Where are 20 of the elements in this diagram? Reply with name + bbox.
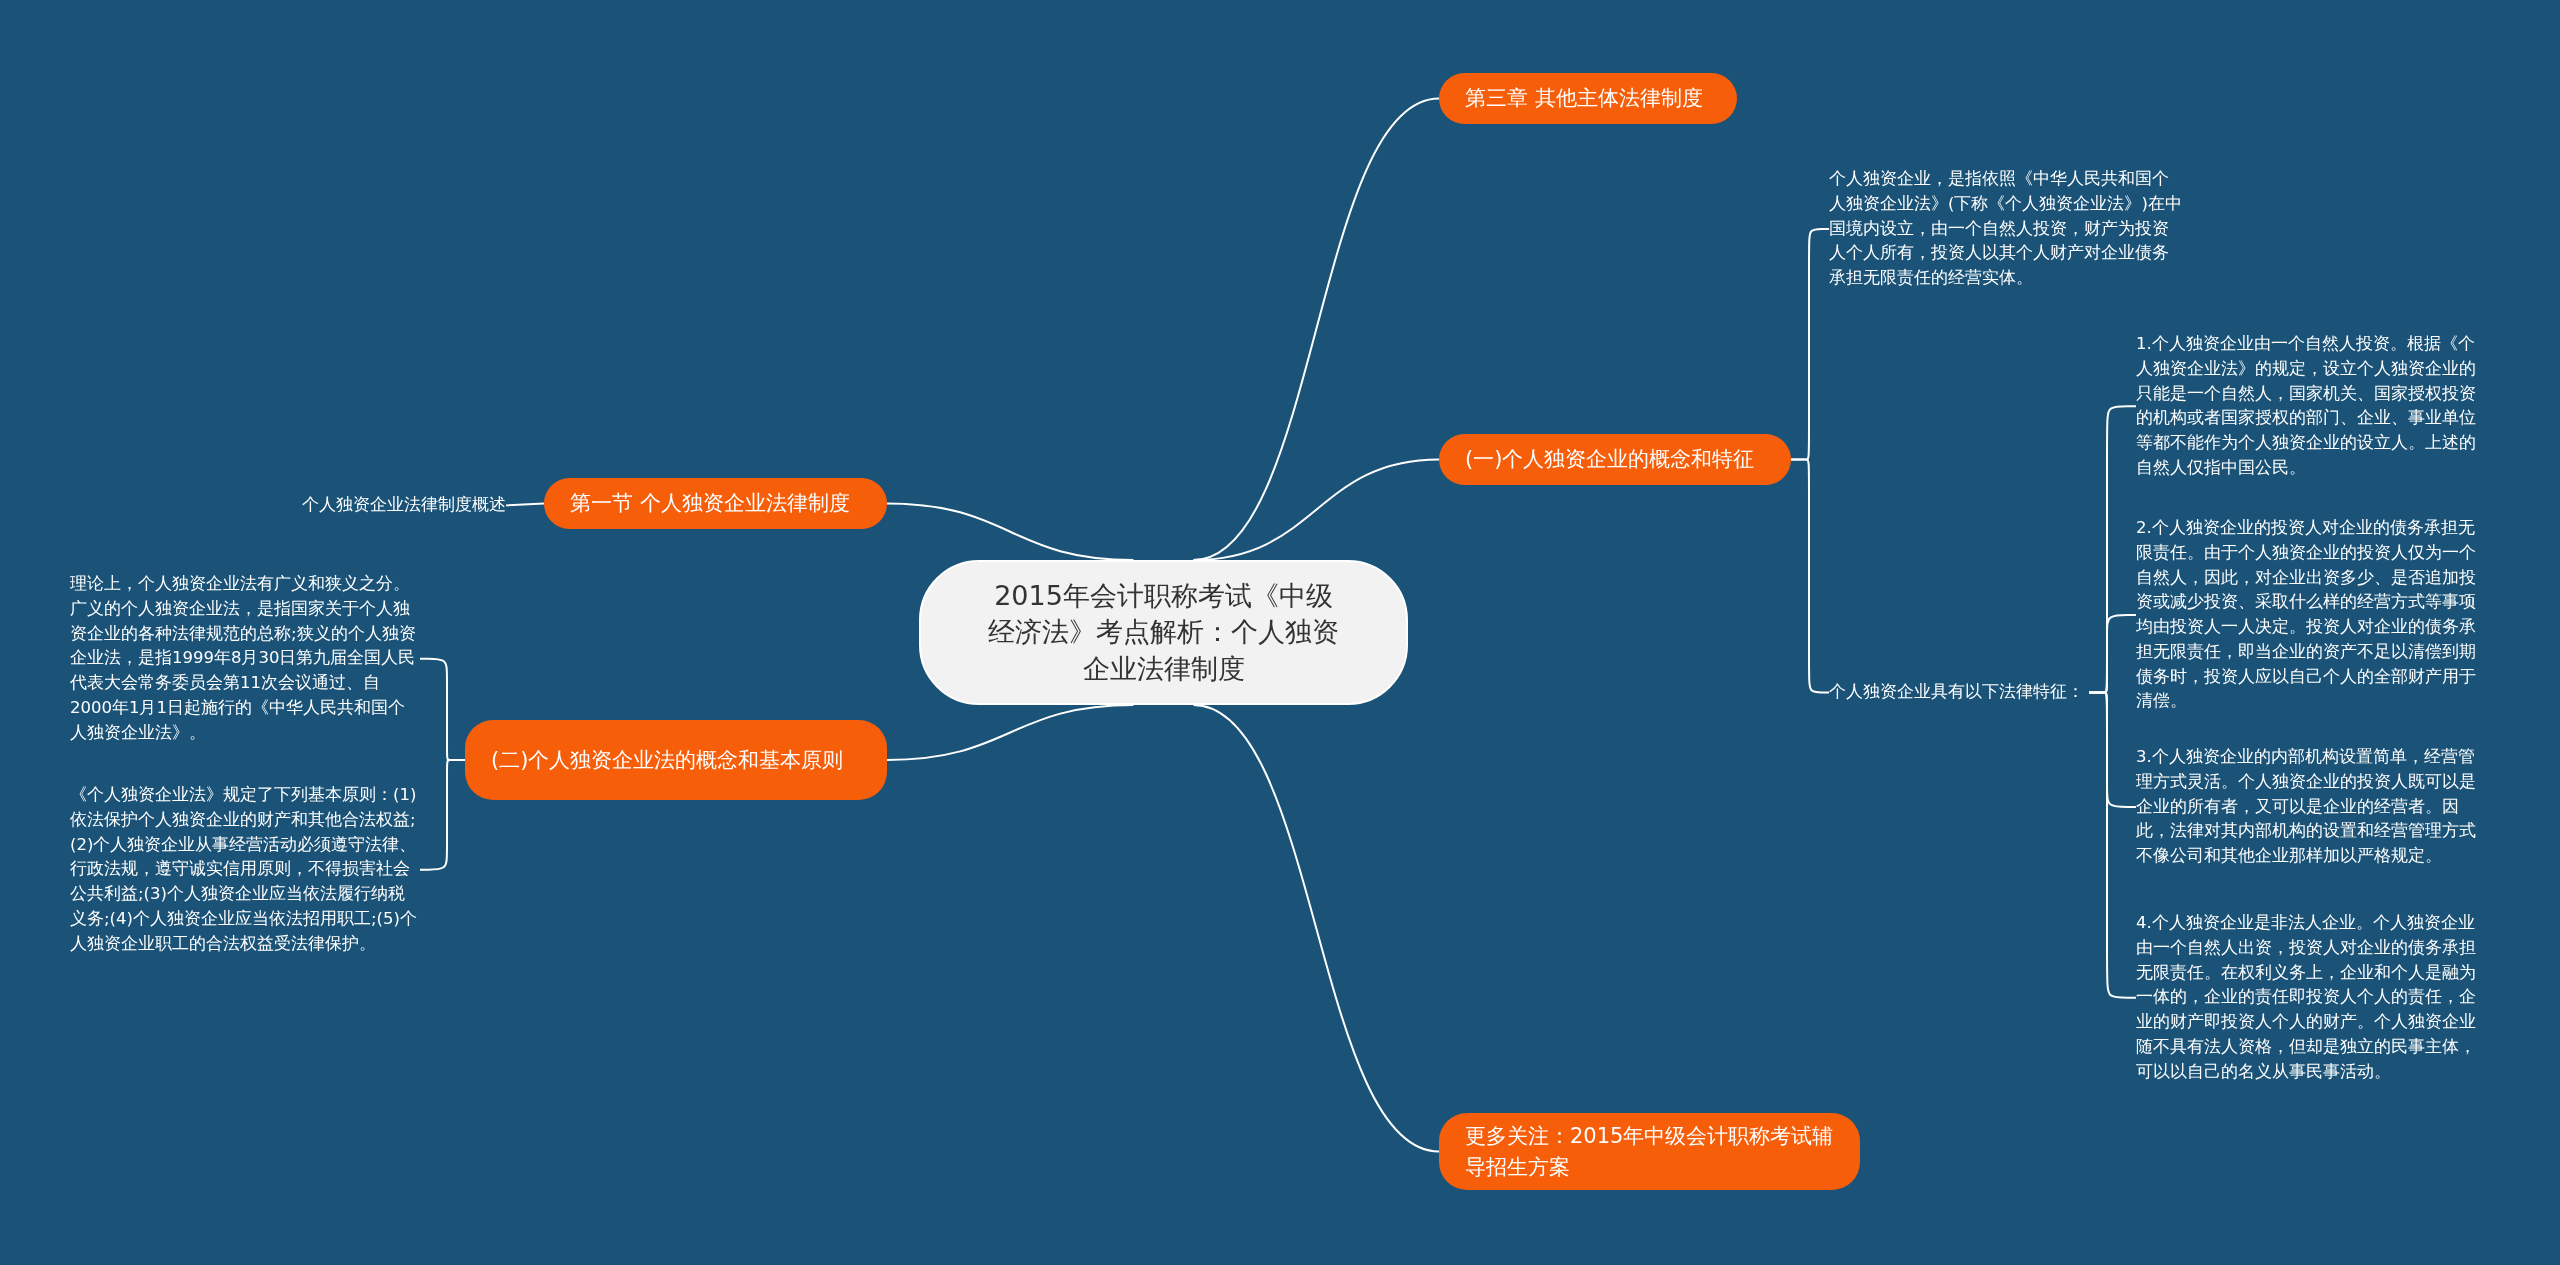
connector-line: [886, 502, 1135, 561]
note-text: 个人独资企业，是指依照《中华人民共和国个人独资企业法》(下称《个人独资企业法》)在中国境内设立，由一个自然人投资，财产为投资人个人所有，投资人以其个人财产对企业债务承担无限责任的经营实体。: [1829, 167, 2184, 291]
connector-line: [1192, 704, 1440, 1153]
connector-line: [1192, 458, 1440, 561]
central-topic: 2015年会计职称考试《中级经济法》考点解析：个人独资企业法律制度: [919, 560, 1408, 705]
note-text: 个人独资企业具有以下法律特征：: [1829, 680, 2089, 705]
topic-pill: (二)个人独资企业法的概念和基本原则: [465, 720, 887, 800]
note-text: 2.个人独资企业的投资人对企业的债务承担无限责任。由于个人独资企业的投资人仅为一个自然人，因此，对企业出资多少、是否追加投资或减少投资、采取什么样的经营方式等事项均由投资人一人决定。投资人对企业的债务承担无限责任，即当企业的资产不足以清偿到期债务时，投资人应以自己个人的全部财产用于清偿。: [2136, 516, 2486, 714]
topic-pill: 更多关注：2015年中级会计职称考试辅导招生方案: [1439, 1113, 1860, 1190]
note-text: 4.个人独资企业是非法人企业。个人独资企业由一个自然人出资，投资人对企业的债务承担无限责任。在权利义务上，企业和个人是融为一体的，企业的责任即投资人个人的责任，企业的财产即投资人个人的财产。个人独资企业随不具有法人资格，但却是独立的民事主体，可以以自己的名义从事民事活动。: [2136, 911, 2486, 1085]
note-text: 3.个人独资企业的内部机构设置简单，经营管理方式灵活。个人独资企业的投资人既可以是企业的所有者，又可以是企业的经营者。因此，法律对其内部机构的设置和经营管理方式不像公司和其他企业那样加以严格规定。: [2136, 745, 2486, 869]
connector-line: [886, 704, 1135, 761]
connector-line: [505, 502, 545, 507]
note-text: 理论上，个人独资企业法有广义和狭义之分。广义的个人独资企业法，是指国家关于个人独资企业的各种法律规范的总称;狭义的个人独资企业法，是指1999年8月30日第九届全国人民代表大会常务委员会第11次会议通过、自2000年1月1日起施行的《中华人民共和国个人独资企业法》。: [70, 572, 420, 746]
note-text: 《个人独资企业法》规定了下列基本原则：(1)依法保护个人独资企业的财产和其他合法权益;(2)个人独资企业从事经营活动必须遵守法律、行政法规，遵守诚实信用原则，不得损害社会公共利益;(3)个人独资企业应当依法履行纳税义务;(4)个人独资企业应当依法招用职工;(5)个人独资企业职工的合法权益受法律保护。: [70, 783, 420, 957]
topic-pill: 第一节 个人独资企业法律制度: [544, 478, 887, 529]
note-text: 个人独资企业法律制度概述: [290, 493, 506, 518]
topic-pill: (一)个人独资企业的概念和特征: [1439, 434, 1791, 485]
note-text: 1.个人独资企业由一个自然人投资。根据《个人独资企业法》的规定，设立个人独资企业的只能是一个自然人，国家机关、国家授权投资的机构或者国家授权的部门、企业、事业单位等都不能作为个人独资企业的设立人。上述的自然人仅指中国公民。: [2136, 332, 2486, 481]
topic-pill: 第三章 其他主体法律制度: [1439, 73, 1737, 124]
